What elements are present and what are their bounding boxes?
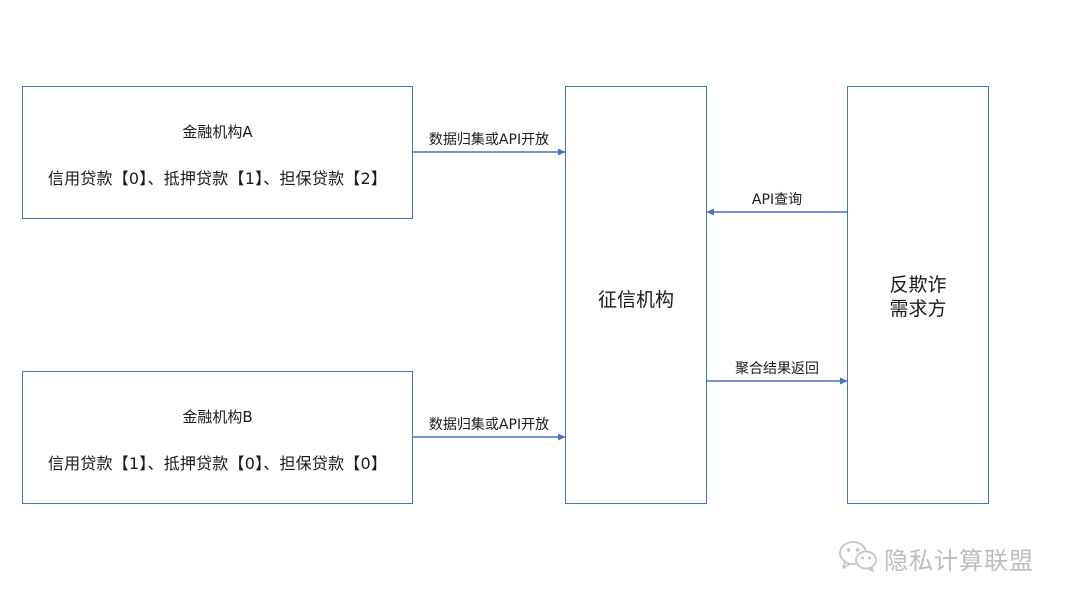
watermark: 隐私计算联盟 xyxy=(838,540,1034,576)
edge-api-query-label: API查询 xyxy=(751,192,803,208)
wechat-icon xyxy=(838,539,878,577)
institution-b-node: 金融机构B 信用贷款【1】、抵押贷款【0】、担保贷款【0】 xyxy=(22,371,413,504)
institution-a-title: 金融机构A xyxy=(182,123,253,141)
edge-aggregate-return-label: 聚合结果返回 xyxy=(735,361,819,377)
credit-bureau-node: 征信机构 xyxy=(565,86,707,504)
institution-b-detail: 信用贷款【1】、抵押贷款【0】、担保贷款【0】 xyxy=(47,454,388,473)
anti-fraud-label-line2: 需求方 xyxy=(889,298,947,320)
watermark-text: 隐私计算联盟 xyxy=(884,546,1034,575)
institution-a-detail: 信用贷款【0】、抵押贷款【1】、担保贷款【2】 xyxy=(47,169,388,188)
edge-b-to-bureau-label: 数据归集或API开放 xyxy=(428,417,550,433)
anti-fraud-label-line1: 反欺诈 xyxy=(889,274,947,296)
institution-a-node: 金融机构A 信用贷款【0】、抵押贷款【1】、担保贷款【2】 xyxy=(22,86,413,219)
edge-a-to-bureau-label: 数据归集或API开放 xyxy=(428,132,550,148)
anti-fraud-node: 反欺诈 需求方 xyxy=(847,86,989,504)
institution-b-title: 金融机构B xyxy=(182,408,253,426)
credit-bureau-label: 征信机构 xyxy=(597,289,674,311)
